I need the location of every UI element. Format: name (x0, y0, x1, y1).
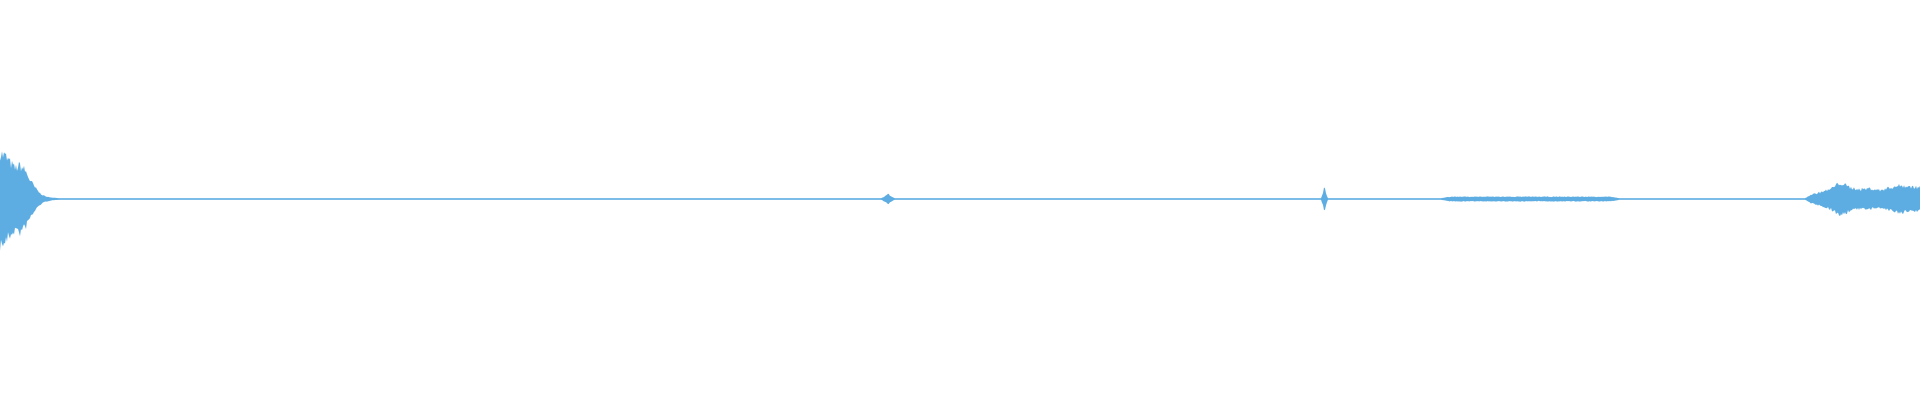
waveform-envelope (0, 151, 1920, 251)
